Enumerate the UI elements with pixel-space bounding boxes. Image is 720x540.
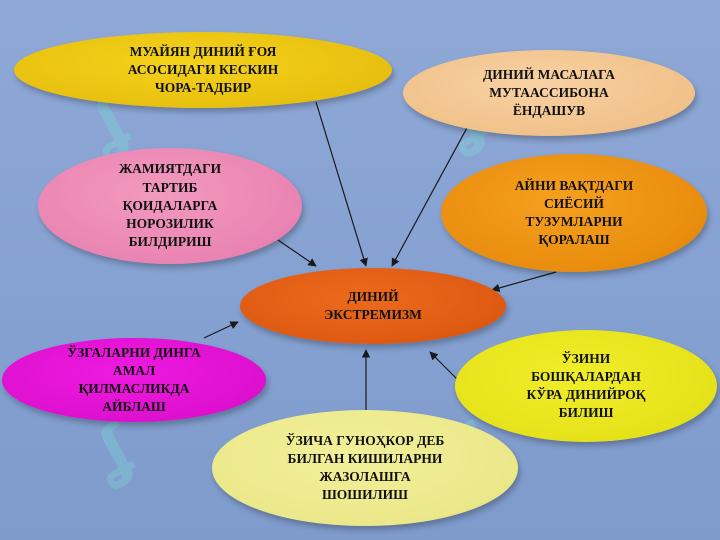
node-label: ЖАМИЯТДАГИ ТАРТИБ ҚОИДАЛАРГА НОРОЗИЛИК Б… — [118, 161, 222, 250]
node-label: МУАЙЯН ДИНИЙ ҒОЯ АСОСИДАГИ КЕСКИН ЧОРА-Т… — [127, 43, 279, 96]
node-label: ЎЗИЧА ГУНОҲКОР ДЕБ БИЛГАН КИШИЛАРНИ ЖАЗО… — [285, 432, 445, 503]
node-label: ДИНИЙ МАСАЛАГА МУТААССИБОНА ЁНДАШУВ — [483, 66, 615, 119]
node-label: ЎЗГАЛАРНИ ДИНГА АМАЛ ҚИЛМАСЛИКДА АЙБЛАШ — [67, 344, 201, 415]
center-label: ДИНИЙ ЭКСТРЕМИЗМ — [324, 288, 422, 322]
node-label: АЙНИ ВАҚТДАГИ СИЁСИЙ ТУЗУМЛАРНИ ҚОРАЛАШ — [514, 177, 634, 248]
node-fanatical-approach: ДИНИЙ МАСАЛАГА МУТААССИБОНА ЁНДАШУВ — [403, 50, 695, 136]
node-condemning-political-systems: АЙНИ ВАҚТДАГИ СИЁСИЙ ТУЗУМЛАРНИ ҚОРАЛАШ — [441, 154, 707, 272]
arrow-from-n6 — [203, 321, 239, 339]
node-considering-self-more-religious: ЎЗИНИ БОШҚАЛАРДАН КЎРА ДИНИЙРОҚ БИЛИШ — [455, 330, 717, 442]
arrow-from-n2 — [391, 125, 469, 267]
arrow-from-n1 — [315, 101, 368, 267]
arrow-from-n4 — [491, 271, 557, 292]
node-center-religious-extremism: ДИНИЙ ЭКСТРЕМИЗМ — [240, 268, 506, 344]
node-radical-measures: МУАЙЯН ДИНИЙ ҒОЯ АСОСИДАГИ КЕСКИН ЧОРА-Т… — [14, 32, 392, 108]
node-discontent-with-order: ЖАМИЯТДАГИ ТАРТИБ ҚОИДАЛАРГА НОРОЗИЛИК Б… — [38, 148, 302, 264]
node-label: ЎЗИНИ БОШҚАЛАРДАН КЎРА ДИНИЙРОҚ БИЛИШ — [526, 350, 646, 421]
arrow-from-n3 — [277, 239, 317, 267]
arrow-from-n7 — [429, 351, 459, 381]
node-rushing-to-punish: ЎЗИЧА ГУНОҲКОР ДЕБ БИЛГАН КИШИЛАРНИ ЖАЗО… — [212, 410, 518, 526]
node-accusing-others: ЎЗГАЛАРНИ ДИНГА АМАЛ ҚИЛМАСЛИКДА АЙБЛАШ — [2, 338, 266, 422]
